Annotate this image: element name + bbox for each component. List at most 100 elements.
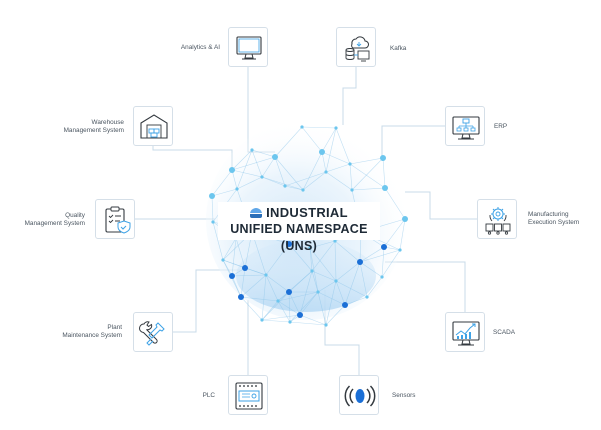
mesh-edge — [321, 151, 351, 165]
mes-node[interactable] — [477, 199, 517, 239]
erp-label: ERP — [494, 123, 508, 130]
warehouse-label: Warehouse Management System — [63, 119, 124, 134]
mesh-edge — [236, 176, 263, 190]
mesh-node — [301, 188, 305, 192]
mesh-node — [382, 185, 388, 191]
mesh-edge — [317, 291, 346, 306]
mesh-edge — [334, 240, 337, 282]
mesh-edge — [277, 300, 291, 323]
mesh-edge — [261, 291, 290, 321]
mesh-edge — [251, 149, 276, 158]
mesh-node — [260, 318, 264, 322]
mesh-edge — [231, 275, 242, 298]
connector-line — [385, 261, 466, 312]
mesh-edge — [211, 195, 214, 223]
mesh-edge — [277, 300, 301, 316]
mesh-edge — [274, 156, 286, 187]
sensors-label: Sensors — [392, 392, 416, 399]
mesh-edge — [325, 280, 337, 326]
mesh-node — [288, 320, 292, 324]
wrench-icon — [139, 321, 165, 346]
mesh-node — [250, 148, 254, 152]
mesh-edge — [299, 270, 313, 316]
title-line-2: UNIFIED NAMESPACE (UNS) — [230, 222, 368, 253]
mesh-edge — [289, 291, 319, 323]
warehouse-node[interactable] — [133, 106, 173, 146]
mesh-edge — [240, 296, 279, 302]
kafka-node[interactable] — [336, 27, 376, 67]
mesh-node — [211, 220, 215, 224]
sensors-node[interactable] — [339, 375, 379, 415]
mesh-edge — [317, 291, 327, 326]
mesh-edge — [261, 176, 304, 191]
mesh-node — [238, 294, 244, 300]
mesh-node — [324, 170, 328, 174]
mesh-node — [297, 312, 303, 318]
mesh-edge — [311, 240, 336, 272]
mesh-edge — [334, 240, 361, 263]
warehouse-icon — [140, 114, 168, 139]
mesh-node — [365, 295, 369, 299]
mesh-edge — [359, 261, 383, 278]
mesh-edge — [261, 156, 276, 178]
connector-line — [152, 146, 233, 170]
mesh-edge — [349, 163, 353, 191]
mesh-node — [324, 323, 328, 327]
mesh-edge — [309, 247, 313, 272]
mesh-edge — [335, 280, 368, 298]
mesh-edge — [274, 126, 303, 158]
mesh-node — [380, 275, 384, 279]
mesh-node — [310, 269, 314, 273]
mesh-node — [283, 184, 287, 188]
mesh-edge — [309, 247, 319, 293]
mesh-edge — [311, 270, 337, 282]
mesh-node — [286, 289, 292, 295]
analytics-node[interactable] — [228, 27, 268, 67]
mesh-edge — [325, 171, 353, 191]
mesh-edge — [309, 240, 336, 249]
mesh-edge — [277, 291, 319, 302]
uns-logo-icon — [250, 208, 263, 218]
erp-node[interactable] — [445, 106, 485, 146]
quality-node[interactable] — [95, 199, 135, 239]
mesh-edge — [344, 261, 361, 306]
mesh-edge — [299, 291, 319, 316]
plant-node[interactable] — [133, 312, 173, 352]
mesh-node — [229, 273, 235, 279]
mesh-node — [221, 258, 225, 262]
mesh-node — [402, 216, 408, 222]
mesh-edge — [231, 149, 253, 171]
analytics-label: Analytics & AI — [180, 44, 220, 51]
plc-node[interactable] — [228, 375, 268, 415]
mesh-edge — [284, 185, 304, 191]
mesh-edge — [265, 243, 290, 276]
mesh-edge — [265, 274, 290, 293]
mesh-edge — [349, 163, 386, 189]
mesh-edge — [381, 249, 401, 278]
mesh-node — [348, 162, 352, 166]
scada-label: SCADA — [493, 329, 516, 336]
mes-label: Manufacturing Execution System — [528, 211, 580, 226]
mesh-edge — [288, 243, 313, 272]
mesh-edge — [383, 218, 406, 248]
mesh-edge — [299, 314, 327, 326]
mesh-edge — [261, 300, 279, 321]
mesh-edge — [251, 149, 263, 178]
mesh-edge — [222, 237, 237, 261]
mesh-node — [316, 290, 320, 294]
scada-node[interactable] — [445, 312, 485, 352]
mesh-edge — [244, 267, 267, 276]
mesh-edge — [284, 171, 327, 187]
connector-line — [405, 191, 477, 220]
mesh-edge — [301, 126, 337, 129]
plc-module-icon — [235, 382, 263, 410]
sensor-waves-icon — [344, 385, 376, 407]
mesh-node — [286, 241, 292, 247]
mesh-node — [209, 193, 215, 199]
connector-line — [342, 67, 357, 125]
mesh-edge — [240, 267, 246, 298]
quality-label: Quality Management System — [24, 212, 85, 227]
mesh-node — [300, 125, 304, 129]
mesh-edge — [231, 156, 276, 171]
mesh-edge — [261, 314, 301, 321]
